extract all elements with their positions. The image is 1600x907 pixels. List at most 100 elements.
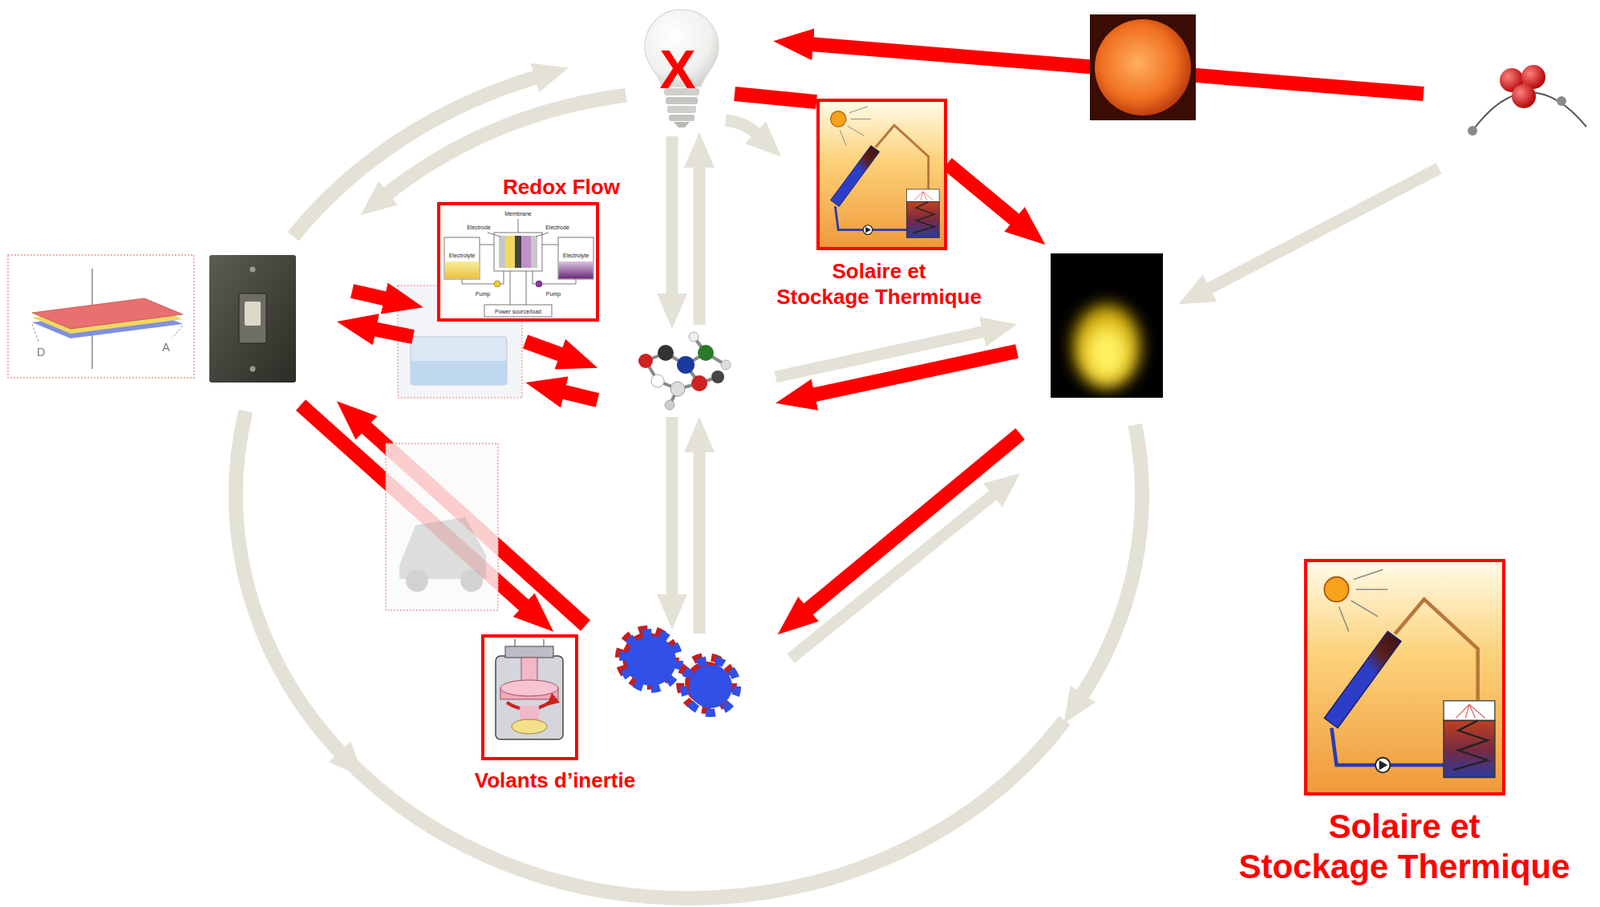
redox-flow-picture [535, 280, 543, 288]
redox-flow-picture [514, 235, 522, 268]
redox-flow-picture [484, 304, 552, 317]
redox-flow-picture [445, 261, 480, 280]
molecule-picture [657, 344, 674, 361]
sun-picture [1089, 14, 1196, 121]
gears-picture [623, 632, 680, 689]
light-switch [238, 293, 267, 344]
flywheel-picture [500, 680, 559, 697]
redox-flow-box: Redox Flow [437, 174, 620, 322]
cross-mark: X [659, 41, 696, 97]
flywheel-picture [484, 637, 576, 758]
flywheel-picture [484, 637, 576, 758]
flywheel-picture [511, 719, 547, 734]
atom-picture [1467, 125, 1478, 136]
redox-flow-picture [505, 235, 515, 268]
redox-flow-picture [542, 244, 559, 246]
solar-thermal-box: Solaire et Stockage Thermique [1234, 558, 1575, 888]
label-anchor: Electrode [545, 224, 570, 231]
capacitor-picture [171, 325, 183, 339]
light-bulb [665, 97, 698, 105]
grey-cycle-arc [235, 76, 1143, 899]
part-name: Membrane [504, 210, 531, 217]
label-anchor: A [162, 341, 170, 353]
solar-thermal-picture [1307, 562, 1503, 793]
redox-flow-picture [461, 218, 576, 317]
red-energy-arrow [372, 328, 414, 337]
red-energy-arrow [806, 433, 1021, 612]
caption: Solaire et Stockage Thermique [772, 258, 986, 310]
grey-cycle-arc [235, 410, 342, 754]
redox-flow-picture [530, 235, 538, 268]
label-anchor: Electrolyte [449, 252, 476, 259]
atom-picture [1467, 64, 1587, 136]
grey-cycle-arc [1081, 425, 1143, 697]
redox-flow-picture [439, 204, 597, 320]
redox-flow-picture [444, 237, 480, 280]
battery-picture [410, 336, 507, 385]
light-bulb [644, 9, 719, 128]
label-anchor: Pump [475, 291, 491, 297]
part-name: Electrode [466, 224, 491, 231]
capacitor-picture [32, 298, 183, 329]
flame-picture [1085, 325, 1128, 381]
molecule-picture [638, 353, 653, 369]
sun-picture [1094, 19, 1191, 116]
grey-cycle-arc [725, 120, 758, 135]
car-picture [385, 443, 499, 611]
light-switch [209, 255, 296, 383]
grey-flow-arrow [693, 449, 706, 634]
light-bulb [667, 105, 697, 114]
redox-flow-picture [500, 271, 504, 284]
redox-flow-picture [532, 271, 536, 284]
redox-flow-picture [558, 237, 594, 280]
redox-flow-picture [535, 232, 549, 237]
part-name: Electrode [545, 224, 570, 231]
red-energy-arrow [300, 44, 1424, 626]
picture-frame [1304, 558, 1506, 796]
light-switch [244, 301, 261, 326]
label-anchor: Membrane [504, 210, 531, 217]
flywheel-picture [505, 646, 554, 658]
grey-flow-arrow [790, 493, 996, 659]
terminal-letter: A [162, 341, 170, 353]
redox-flow-picture [461, 279, 495, 284]
light-switch [209, 255, 296, 383]
gears-picture [680, 656, 734, 710]
molecule-picture [664, 400, 675, 410]
solar-thermal-picture [819, 101, 1503, 793]
redox-flow-picture [439, 204, 597, 320]
redox-flow-picture [479, 244, 495, 246]
label-anchor: Power source/load [494, 308, 542, 315]
grey-flow-arrow [1207, 168, 1439, 290]
label-anchor: Pump [546, 291, 561, 297]
red-energy-arrow [364, 425, 586, 626]
flywheel-box: Volants d’inertie [474, 634, 636, 794]
car-picture [405, 569, 429, 592]
light-bulb [668, 114, 695, 122]
flywheel-picture [543, 639, 545, 647]
label-anchor: D [36, 346, 45, 358]
terminal-letter: D [36, 346, 45, 358]
molecule-picture [651, 374, 665, 388]
label-anchor: X [659, 41, 696, 97]
molecule-picture [638, 332, 731, 410]
atom-picture [1511, 84, 1536, 109]
redox-flow-picture [494, 280, 501, 288]
flywheel-picture [546, 692, 560, 706]
redox-flow-picture [558, 261, 594, 280]
molecule-picture [676, 356, 695, 374]
caption: Solaire et Stockage Thermique [1234, 806, 1575, 888]
gears-picture [684, 660, 738, 713]
line-spacer [772, 258, 829, 284]
car-picture [399, 517, 487, 592]
flywheel-picture [514, 639, 516, 647]
molecule-picture [691, 375, 708, 392]
label-anchor: Electrode [466, 224, 491, 231]
capacitor-picture [8, 255, 195, 378]
flame-picture [1073, 304, 1141, 389]
redox-flow-picture [526, 271, 527, 305]
light-bulb [673, 121, 690, 128]
molecule-picture [688, 332, 699, 342]
